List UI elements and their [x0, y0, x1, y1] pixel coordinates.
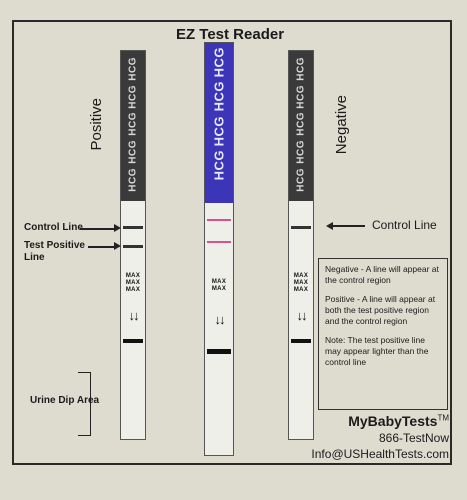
max-line-mark	[207, 349, 231, 354]
hcg-text: HCG	[211, 81, 227, 112]
positive-label: Positive	[88, 98, 105, 151]
positive-info: Positive - A line will appear at both th…	[325, 294, 436, 326]
max-text: MAX	[211, 279, 227, 285]
note-info: Note: The test positive line may appear …	[325, 335, 429, 367]
test-line-mark	[123, 245, 143, 248]
max-text: MAX	[125, 287, 141, 293]
max-text: MAX	[293, 280, 309, 286]
control-line-label-right: Control Line	[372, 218, 437, 232]
hcg-text: HCG	[127, 84, 139, 109]
hcg-text: HCG	[295, 84, 307, 109]
hcg-text: HCG	[127, 57, 139, 81]
hcg-text: HCG	[295, 57, 307, 81]
brand-phone: 866-TestNow	[378, 431, 449, 445]
hcg-text: HCG	[127, 112, 139, 137]
hcg-text: HCG	[295, 140, 307, 164]
negative-info: Negative - A line will appear at the con…	[325, 264, 439, 285]
page-title: EZ Test Reader	[175, 26, 285, 43]
max-text: MAX	[293, 273, 309, 279]
test-positive-label-2: Line	[24, 252, 45, 263]
control-arrow-line	[80, 228, 114, 230]
hcg-text: HCG	[127, 167, 139, 192]
max-text: MAX	[211, 286, 227, 292]
test-positive-label-1: Test Positive	[24, 240, 85, 251]
hcg-text: HCG	[295, 112, 307, 137]
max-text: MAX	[293, 287, 309, 293]
down-arrows-icon: ↓↓	[214, 312, 226, 327]
test-strip: HCG HCG HCG HCG MAX MAX ↓↓	[204, 42, 234, 456]
max-text: MAX	[125, 273, 141, 279]
urine-dip-label: Urine Dip Area	[30, 395, 100, 406]
negative-strip-header: HCG HCG HCG HCG HCG	[289, 51, 313, 201]
control-line-mark	[291, 226, 311, 229]
hcg-text: HCG	[211, 150, 227, 181]
brand-name-text: MyBabyTests	[348, 413, 438, 429]
control-line-pink	[207, 219, 231, 221]
test-arrow-line	[88, 246, 114, 248]
max-line-mark	[291, 339, 311, 343]
arrow-right-icon	[114, 242, 121, 250]
arrow-right-icon	[114, 224, 121, 232]
trademark-mark: TM	[437, 413, 449, 423]
urine-dip-bracket	[78, 372, 91, 436]
max-text: MAX	[125, 280, 141, 286]
hcg-text: HCG	[211, 47, 227, 78]
arrow-left-icon	[326, 222, 333, 230]
control-line-mark	[123, 226, 143, 229]
hcg-text: HCG	[211, 115, 227, 147]
brand-name: MyBabyTestsTM	[348, 413, 449, 429]
positive-strip: HCG HCG HCG HCG HCG MAX MAX MAX ↓↓	[120, 50, 146, 440]
hcg-text: HCG	[127, 140, 139, 164]
card-border	[12, 20, 452, 465]
max-line-mark	[123, 339, 143, 343]
control-line-label: Control Line	[24, 222, 83, 233]
brand-email: Info@USHealthTests.com	[311, 447, 449, 461]
test-line-pink	[207, 241, 231, 243]
control-arrow-line-right	[333, 225, 365, 227]
down-arrows-icon: ↓↓	[296, 308, 308, 323]
test-strip-header: HCG HCG HCG HCG	[205, 43, 233, 203]
negative-label: Negative	[333, 95, 350, 155]
info-box: Negative - A line will appear at the con…	[318, 258, 448, 410]
negative-strip: HCG HCG HCG HCG HCG MAX MAX MAX ↓↓	[288, 50, 314, 440]
down-arrows-icon: ↓↓	[128, 308, 140, 323]
positive-strip-header: HCG HCG HCG HCG HCG	[121, 51, 145, 201]
hcg-text: HCG	[295, 167, 307, 192]
